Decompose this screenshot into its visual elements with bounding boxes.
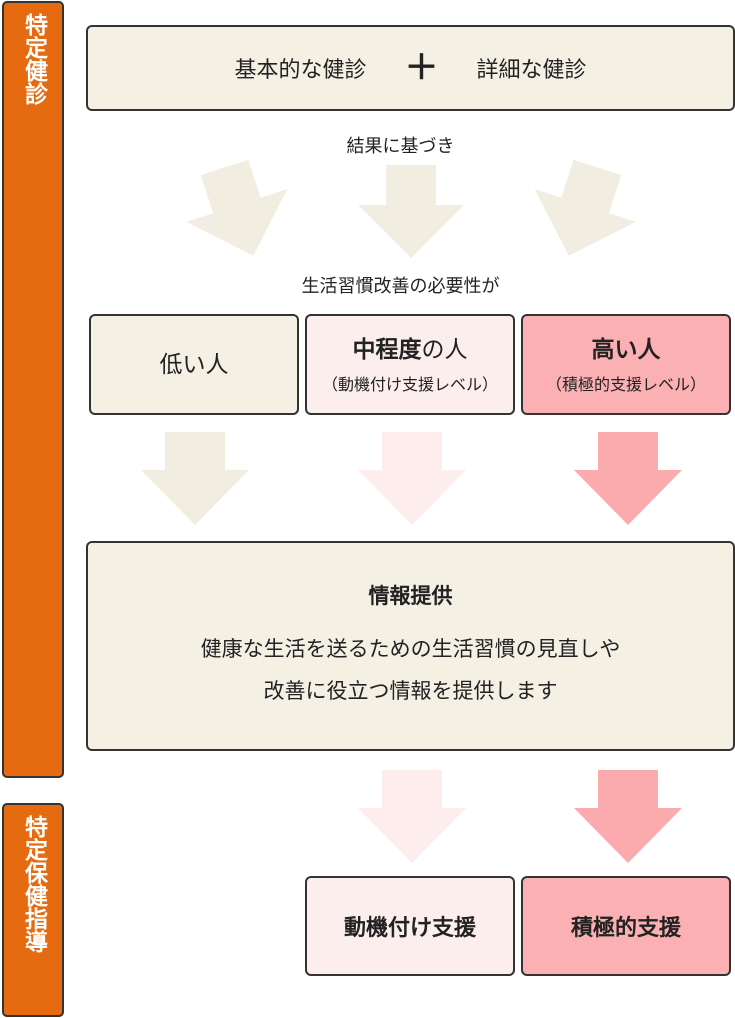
level-mid-box: 中程度の人 （動機付け支援レベル） bbox=[305, 314, 515, 415]
active-support-box: 積極的支援 bbox=[521, 876, 731, 976]
level-mid-label-rest: の人 bbox=[421, 336, 468, 363]
level-high-sub: （積極的支援レベル） bbox=[545, 374, 706, 394]
detail-checkup-label: 詳細な健診 bbox=[476, 58, 587, 83]
basic-checkup-label: 基本的な健診 bbox=[234, 58, 367, 83]
active-support-label: 積極的支援 bbox=[570, 916, 681, 941]
checkup-box: 基本的な健診 ＋ 詳細な健診 bbox=[86, 25, 735, 111]
need-caption: 生活習慣改善の必要性が bbox=[301, 276, 500, 297]
info-box: 情報提供 健康な生活を送るための生活習慣の見直しや 改善に役立つ情報を提供します bbox=[86, 541, 735, 751]
result-caption: 結果に基づき bbox=[346, 136, 455, 157]
info-title: 情報提供 bbox=[368, 584, 453, 608]
arrow-low-icon bbox=[141, 432, 249, 525]
arrow-down-left-icon bbox=[186, 159, 288, 256]
sidebar-tokutei-hoken-shido: 特定保健指導 bbox=[2, 803, 64, 1017]
arrow-high-icon bbox=[574, 432, 682, 525]
info-line-2: 改善に役立つ情報を提供します bbox=[263, 679, 558, 703]
level-low-box: 低い人 bbox=[89, 314, 299, 415]
sidebar-tokutei-hoken-shido-label: 特定保健指導 bbox=[20, 815, 47, 953]
info-line-1: 健康な生活を送るための生活習慣の見直しや bbox=[200, 637, 621, 661]
level-high-box: 高い人 （積極的支援レベル） bbox=[521, 314, 731, 415]
motivation-support-box: 動機付け支援 bbox=[305, 876, 515, 976]
arrow-motivation-icon bbox=[358, 770, 466, 863]
level-high-label: 高い人 bbox=[591, 336, 661, 363]
arrow-active-icon bbox=[574, 770, 682, 863]
level-mid-label: 中程度の人 bbox=[353, 335, 468, 365]
arrow-mid-icon bbox=[358, 432, 466, 525]
level-low-label: 低い人 bbox=[159, 351, 229, 378]
motivation-support-label: 動機付け支援 bbox=[343, 916, 476, 941]
plus-icon: ＋ bbox=[404, 48, 439, 88]
arrow-down-right-icon bbox=[534, 159, 636, 256]
arrow-down-center-icon bbox=[358, 165, 464, 258]
level-mid-label-bold: 中程度 bbox=[352, 336, 422, 363]
sidebar-tokutei-kenshin-label: 特定健診 bbox=[20, 13, 47, 105]
level-mid-sub: （動機付け支援レベル） bbox=[321, 374, 498, 394]
sidebar-tokutei-kenshin: 特定健診 bbox=[2, 1, 64, 778]
